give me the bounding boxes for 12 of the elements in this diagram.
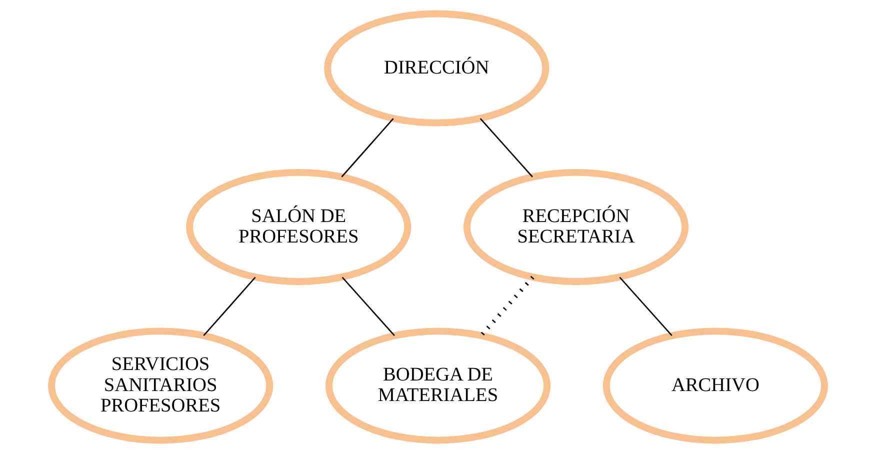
node-ellipse: BODEGA DE MATERIALES	[326, 328, 550, 444]
connector	[480, 118, 533, 178]
connector	[341, 118, 394, 178]
connector	[342, 276, 395, 336]
node-ellipse: DIRECCIÓN	[324, 10, 550, 126]
node-ellipse: RECEPCIÓN SECRETARIA	[464, 169, 689, 285]
node-ellipse: SALÓN DE PROFESORES	[186, 169, 412, 285]
connector	[619, 276, 672, 336]
node-ellipse: ARCHIVO	[602, 328, 828, 444]
connector	[203, 276, 256, 336]
connector	[480, 276, 534, 337]
node-ellipse: SERVICIOS SANITARIOS PROFESORES	[48, 328, 274, 444]
